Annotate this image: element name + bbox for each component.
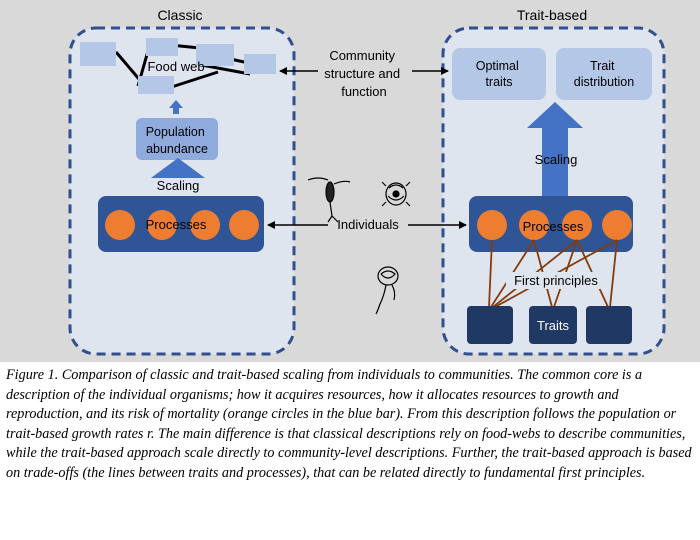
first-principles-label-bg xyxy=(506,272,606,289)
individuals-label: Individuals xyxy=(337,217,399,232)
abundance-to-foodweb-arrow xyxy=(169,100,183,114)
flagellate-icon xyxy=(375,266,399,315)
trait-scaling-label: Scaling xyxy=(535,152,578,167)
population-abundance-label: Population abundance xyxy=(146,125,209,156)
classic-scaling-arrow xyxy=(151,158,205,178)
diagram-area: Classic Food web Population abundance Sc… xyxy=(0,0,700,362)
optimal-traits-label: Optimal traits xyxy=(476,59,523,89)
copepod-icon xyxy=(307,177,351,223)
food-web-node xyxy=(138,76,174,94)
trait-processes-label: Processes xyxy=(523,219,584,234)
process-circle xyxy=(519,210,549,240)
optimal-traits-box xyxy=(452,48,546,100)
food-web-label: Food web xyxy=(147,59,204,74)
trait-title: Trait-based xyxy=(517,7,587,23)
food-web-node xyxy=(196,44,234,66)
trait-processes-bar xyxy=(469,196,633,252)
classic-scaling-label: Scaling xyxy=(157,178,200,193)
first-principles-label: First principles xyxy=(514,273,598,288)
food-web-node xyxy=(80,42,116,66)
trait-scaling-arrow xyxy=(527,102,583,196)
process-circle xyxy=(105,210,135,240)
trait-box xyxy=(529,306,577,344)
classic-panel xyxy=(68,26,296,356)
traits-label: Traits xyxy=(537,318,570,333)
process-circle xyxy=(562,210,592,240)
process-circle xyxy=(229,210,259,240)
ciliate-icon xyxy=(381,181,411,207)
classic-title: Classic xyxy=(157,7,202,23)
population-abundance-box xyxy=(136,118,218,160)
process-circle xyxy=(477,210,507,240)
classic-processes-label: Processes xyxy=(146,217,207,232)
trait-box xyxy=(467,306,513,344)
trait-distribution-label: Trait distribution xyxy=(574,59,634,89)
figure-caption: Figure 1. Comparison of classic and trai… xyxy=(6,367,692,481)
process-circle xyxy=(147,210,177,240)
diagram-svg: Classic Food web Population abundance Sc… xyxy=(68,7,666,356)
community-label: Community structure and function xyxy=(324,48,404,99)
process-circle xyxy=(190,210,220,240)
trait-box xyxy=(586,306,632,344)
process-circle xyxy=(602,210,632,240)
classic-processes-bar xyxy=(98,196,264,252)
food-web-node xyxy=(244,54,276,74)
trait-distribution-box xyxy=(556,48,652,100)
food-web-node xyxy=(146,38,178,56)
